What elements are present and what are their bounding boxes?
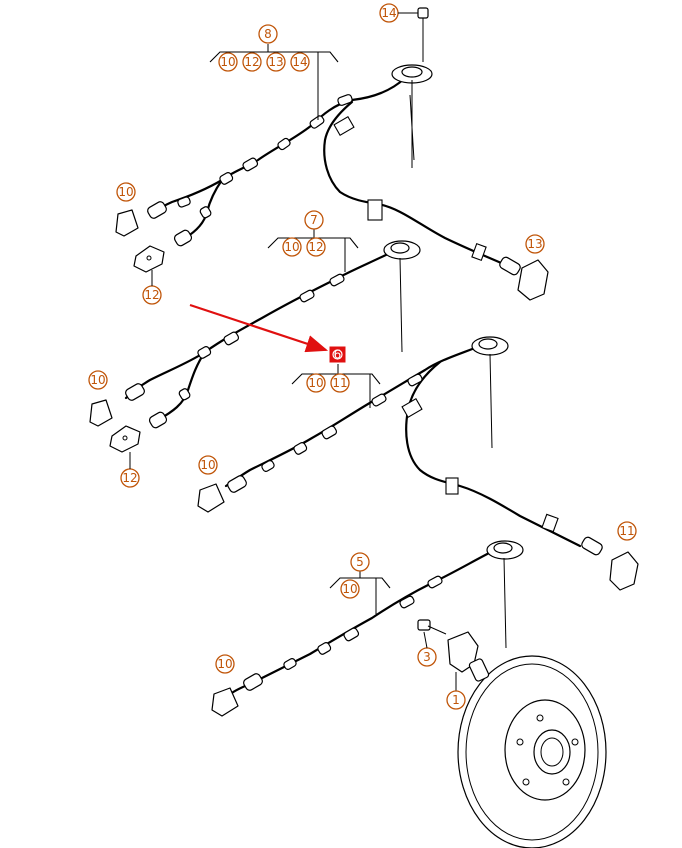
callout-group-8-sub-1: 12 <box>244 55 259 69</box>
wheel-speed-sensor <box>447 631 490 692</box>
callout-group-8-sub-0: 10 <box>220 55 235 69</box>
callout-13-label: 13 <box>527 237 542 251</box>
callout-group-7[interactable]: 7 <box>304 210 324 230</box>
callout-group-7-label: 7 <box>310 213 318 227</box>
callout-group-6-sub-1: 11 <box>332 376 347 390</box>
callout-group-6-sub: 10 11 <box>306 373 350 393</box>
callout-14[interactable]: 14 <box>379 3 418 23</box>
callout-group-8-sub: 10 12 13 14 <box>218 52 310 72</box>
callout-group-5-label: 5 <box>356 555 364 569</box>
callout-1[interactable]: 1 <box>446 690 466 710</box>
callout-group-5-sub-0: 10 <box>342 582 357 596</box>
callout-3-label: 3 <box>423 650 431 664</box>
callout-12-b-label: 12 <box>122 471 137 485</box>
callout-group-8-label: 8 <box>264 27 272 41</box>
callout-3[interactable]: 3 <box>417 631 437 667</box>
callout-group-5[interactable]: 5 <box>350 552 370 572</box>
bracket-group-5 <box>329 570 391 614</box>
callout-10-d-label: 10 <box>217 657 232 671</box>
callout-group-6-sub-0: 10 <box>308 376 323 390</box>
brake-disc <box>457 655 607 848</box>
callout-10-b-label: 10 <box>90 373 105 387</box>
callout-group-5-sub: 10 <box>340 579 360 599</box>
harness-7 <box>89 240 421 453</box>
callout-group-7-sub: 10 12 <box>282 237 326 257</box>
callout-12-a-label: 12 <box>144 288 159 302</box>
callout-13[interactable]: 13 <box>525 234 545 254</box>
sensor-bolt <box>417 619 447 635</box>
callout-group-8[interactable]: 8 <box>258 24 278 44</box>
callout-10-d[interactable]: 10 <box>215 654 235 674</box>
callout-group-7-sub-1: 12 <box>308 240 323 254</box>
callout-12-a[interactable]: 12 <box>142 270 162 305</box>
callout-group-6-label: 6 <box>334 348 342 362</box>
callout-group-6-highlighted[interactable]: 6 <box>329 346 346 363</box>
harness-8 <box>115 7 549 301</box>
callout-10-a[interactable]: 10 <box>116 182 136 202</box>
callout-11[interactable]: 11 <box>617 521 637 541</box>
harness-5 <box>211 540 524 717</box>
harness-6 <box>197 336 639 591</box>
callout-10-c[interactable]: 10 <box>198 455 218 475</box>
bracket-group-8 <box>209 44 339 120</box>
callout-group-8-sub-3: 14 <box>292 55 307 69</box>
callout-14-label: 14 <box>381 6 396 20</box>
callout-10-a-label: 10 <box>118 185 133 199</box>
callout-10-b[interactable]: 10 <box>88 370 108 390</box>
callout-11-label: 11 <box>619 524 634 538</box>
callout-group-7-sub-0: 10 <box>284 240 299 254</box>
callout-1-label: 1 <box>452 693 460 707</box>
callout-10-c-label: 10 <box>200 458 215 472</box>
pointer-arrow <box>189 303 329 353</box>
callout-group-8-sub-2: 13 <box>268 55 283 69</box>
callout-12-b[interactable]: 12 <box>120 452 140 488</box>
